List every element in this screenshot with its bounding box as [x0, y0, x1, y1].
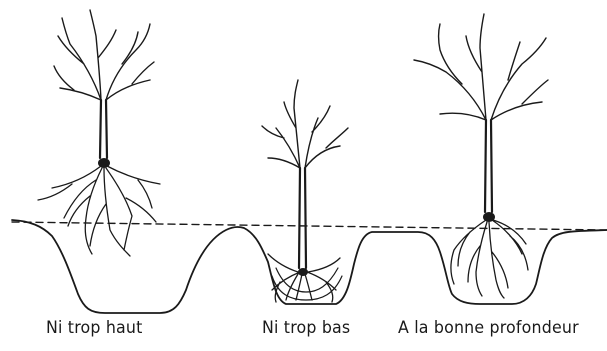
soil-level-dashed-line: [12, 222, 607, 230]
tree-1-branches: [54, 10, 154, 100]
caption-too-high: Ni trop haut: [46, 318, 143, 348]
caption-too-low: Ni trop bas: [262, 318, 350, 348]
tree-1-too-high: [38, 10, 160, 256]
tree-3-roots: [451, 220, 528, 298]
tree-3-right-depth: [414, 14, 548, 298]
tree-3-trunk: [485, 120, 492, 212]
tree-3-branches: [414, 14, 548, 120]
tree-2-trunk: [299, 168, 306, 268]
tree-1-trunk: [100, 100, 107, 158]
tree-2-branches: [262, 80, 348, 168]
tree-2-too-low: [262, 80, 348, 302]
tree-2-roots: [268, 254, 340, 302]
caption-right-depth: A la bonne profondeur: [398, 318, 579, 348]
